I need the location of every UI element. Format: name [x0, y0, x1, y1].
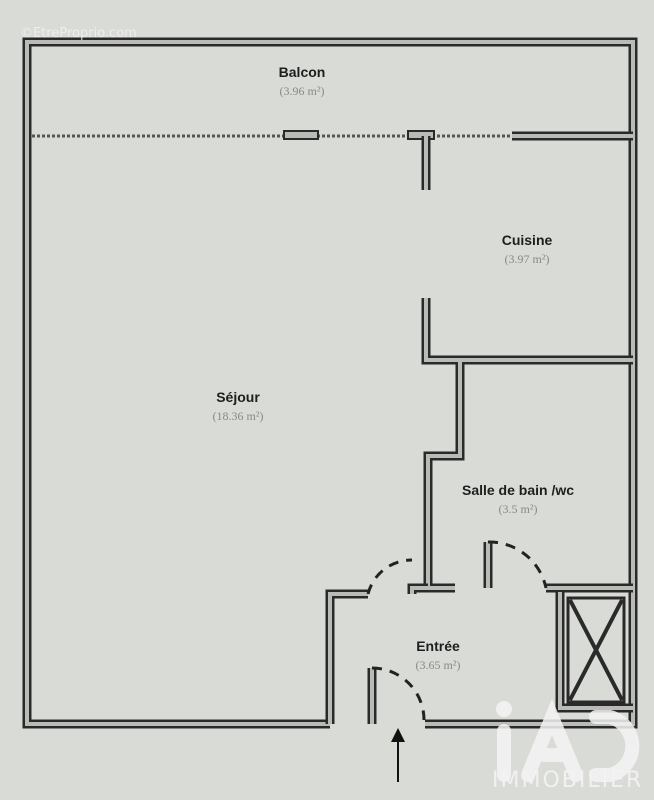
- room-sejour: Séjour (18.36 m²): [213, 389, 264, 424]
- duct-cross-icon: [566, 596, 626, 704]
- walls: [22, 37, 638, 729]
- room-salle-de-bain: Salle de bain /wc (3.5 m²): [462, 482, 574, 517]
- entry-arrow-icon: [391, 728, 405, 782]
- room-area: (3.96 m²): [279, 84, 325, 98]
- room-area: (3.65 m²): [415, 658, 461, 672]
- room-name: Salle de bain /wc: [461, 482, 575, 498]
- watermark: ©EtreProprio.com: [20, 26, 137, 41]
- room-name: Balcon: [278, 64, 326, 80]
- room-balcon: Balcon (3.96 m²): [279, 64, 326, 99]
- iad-logo: [496, 698, 640, 782]
- room-name: Séjour: [216, 389, 260, 405]
- room-name: Cuisine: [501, 232, 553, 248]
- room-entree: Entrée (3.65 m²): [416, 638, 461, 673]
- room-name: Entrée: [416, 638, 460, 654]
- room-area: (3.97 m²): [504, 252, 550, 266]
- room-area: (18.36 m²): [212, 409, 264, 423]
- logo-text: IMMOBILIER: [492, 768, 644, 793]
- room-cuisine: Cuisine (3.97 m²): [502, 232, 553, 267]
- room-area: (3.5 m²): [498, 502, 538, 516]
